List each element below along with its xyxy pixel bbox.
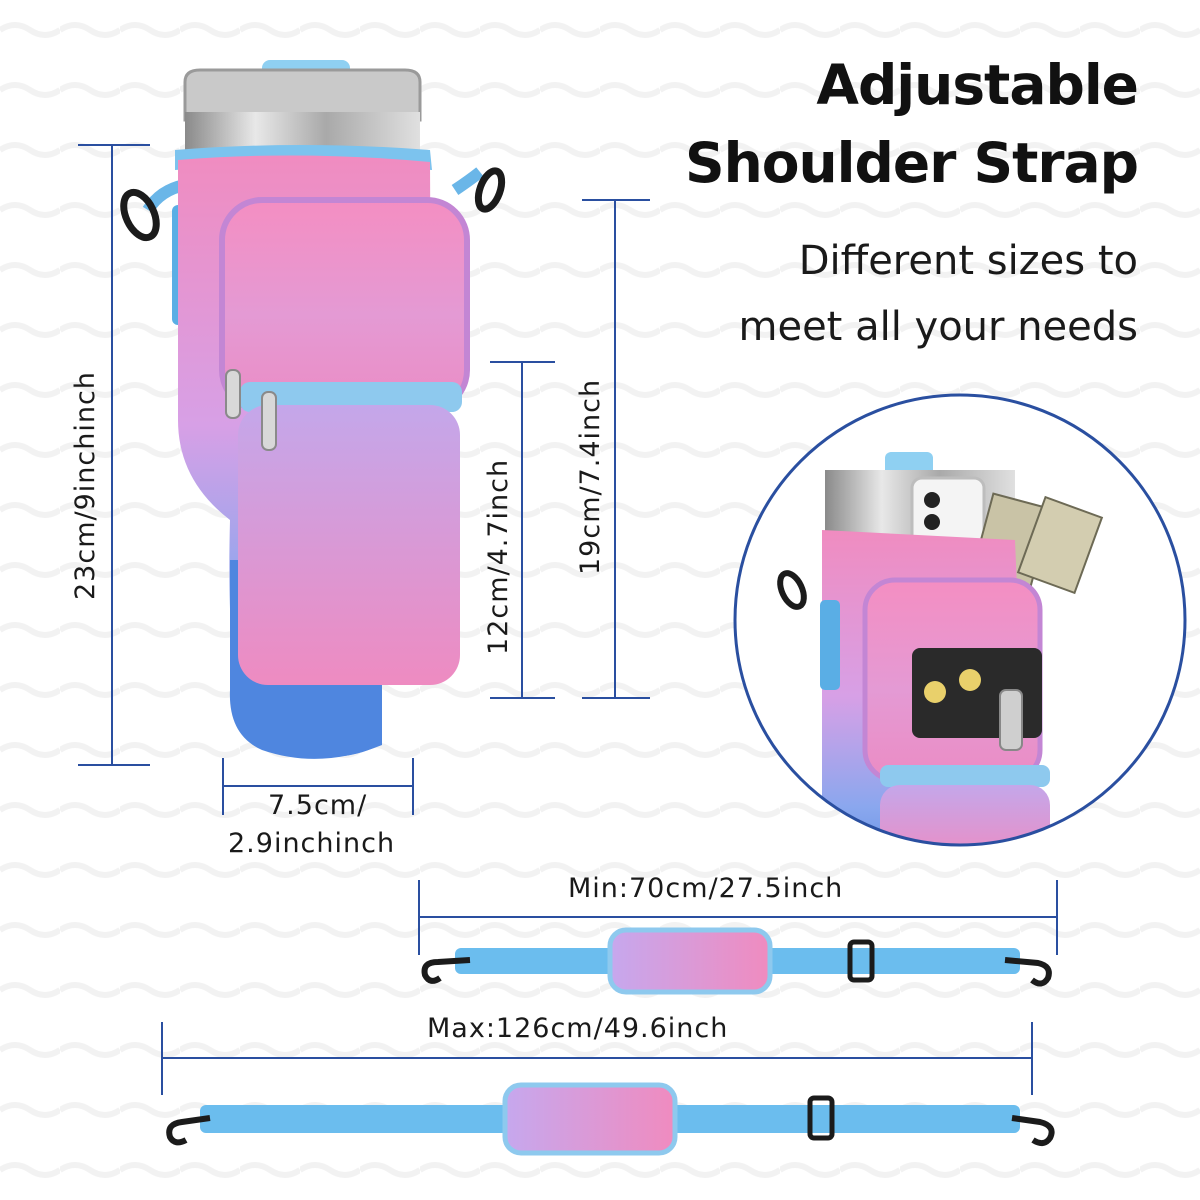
zipper-band	[240, 382, 462, 412]
heading-line-2: Shoulder Strap	[684, 131, 1139, 195]
height-total-label: 23cm/9inchinch	[70, 371, 101, 600]
inset-keys	[999, 689, 1023, 751]
zipper-pull-2	[261, 391, 277, 451]
lower-pocket	[238, 405, 460, 685]
inset-lower-pocket	[880, 785, 1050, 845]
strap-min-hook-left	[421, 957, 471, 984]
strap-max-hook-right	[1011, 1115, 1055, 1146]
pocket-height-label: 12cm/4.7inch	[483, 458, 514, 655]
strap-max-hook-left	[166, 1115, 211, 1146]
inset-carabiner	[777, 570, 807, 610]
inset-card-chip-2	[959, 669, 981, 691]
tumbler-main	[120, 60, 506, 759]
inset-strap-loop	[820, 600, 840, 690]
subheading-line-1: Different sizes to	[798, 238, 1138, 284]
subheading-line-2: meet all your needs	[738, 304, 1139, 350]
body-height-label: 19cm/7.4inch	[575, 378, 606, 575]
heading-line-1: Adjustable	[816, 53, 1139, 117]
strap-max	[166, 1082, 1055, 1156]
inset-border	[733, 393, 1187, 847]
strap-min-buckle	[847, 939, 875, 983]
strap-min-label: Min:70cm/27.5inch	[568, 873, 844, 904]
strap-min-hook-right	[1004, 957, 1052, 987]
carabiner-left	[120, 188, 160, 242]
strap-max-buckle	[807, 1095, 835, 1141]
inset-card-chip-1	[924, 681, 946, 703]
strap-min-pad	[607, 927, 773, 995]
handle-right	[451, 167, 484, 195]
inset-cash-2	[1016, 495, 1104, 595]
strap-max-pad	[502, 1082, 678, 1156]
tumbler-lid	[183, 68, 422, 122]
carabiner-right	[474, 167, 506, 213]
zipper-pull-1	[225, 369, 241, 419]
strap-max-label: Max:126cm/49.6inch	[427, 1013, 729, 1044]
strap-min	[421, 927, 1052, 995]
base-width-label-2: 2.9inchinch	[228, 828, 396, 859]
dimension-lines	[78, 144, 1058, 1095]
inset-phone-camera-1	[924, 492, 940, 508]
base-width-label-1: 7.5cm/	[268, 790, 368, 821]
upper-pocket	[219, 197, 470, 413]
inset-zipper-band	[880, 765, 1050, 787]
inset-phone-camera-2	[924, 514, 940, 530]
detail-inset	[733, 393, 1187, 847]
